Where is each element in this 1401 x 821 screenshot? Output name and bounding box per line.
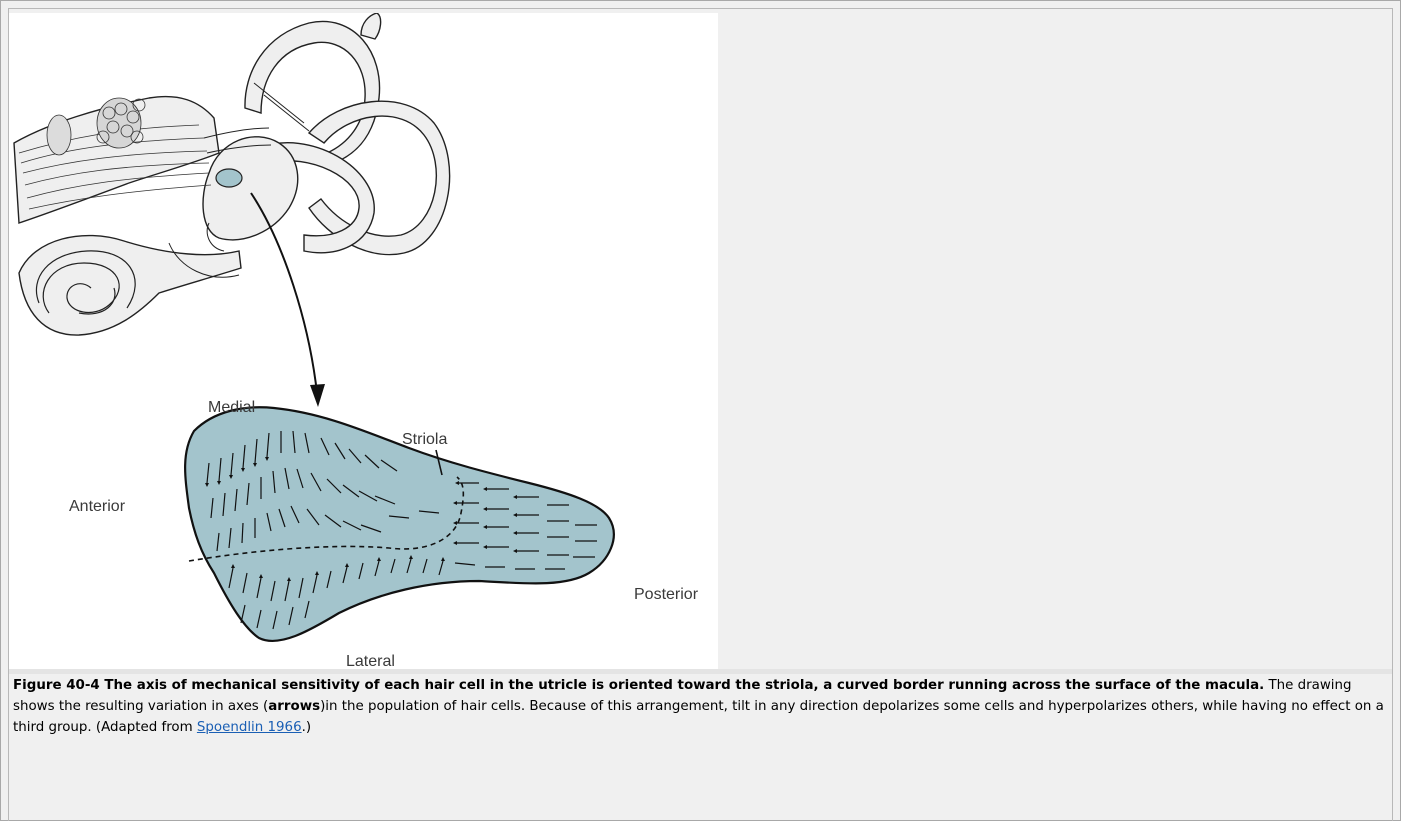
figure-image: Medial Striola Anterior Posterior Latera… [9,13,718,669]
label-posterior: Posterior [634,586,699,603]
citation-link[interactable]: Spoendlin 1966 [197,720,302,735]
divider [1392,8,1393,821]
figure-caption: Figure 40-4 The axis of mechanical sensi… [13,675,1385,738]
label-anterior: Anterior [69,498,126,515]
caption-text: .) [302,720,311,735]
utricle-macula-location [216,169,242,187]
label-medial: Medial [208,399,255,416]
caption-divider [9,669,1392,674]
inner-ear-utricle-diagram: Medial Striola Anterior Posterior Latera… [9,13,718,669]
label-lateral: Lateral [346,653,395,669]
label-striola: Striola [402,431,447,448]
macula-shape [185,407,614,641]
divider [8,8,1393,9]
arrowhead-icon [310,384,325,407]
caption-title: Figure 40-4 The axis of mechanical sensi… [13,678,1264,693]
caption-emphasis: arrows [268,699,320,714]
